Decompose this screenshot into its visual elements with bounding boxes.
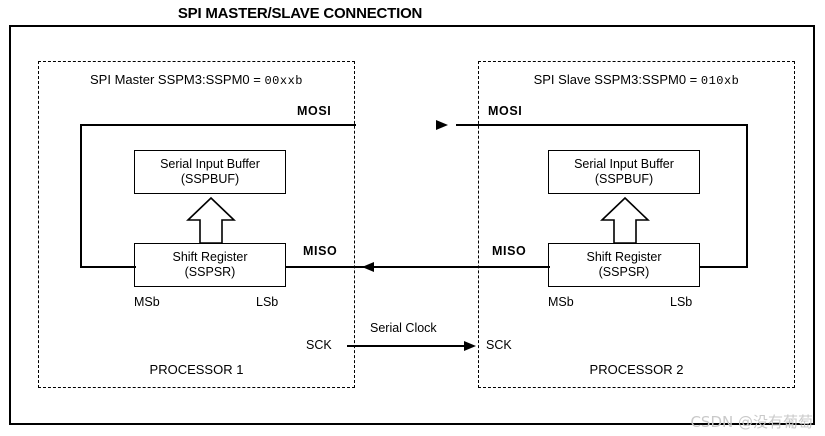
slave-mosi-top-wire xyxy=(456,124,748,126)
sck-arrowhead-icon xyxy=(464,340,476,351)
master-mode-header-text: SPI Master SSPM3:SSPM0 = xyxy=(90,72,265,87)
slave-sck-label: SCK xyxy=(486,338,512,352)
processor-2-panel xyxy=(478,61,795,388)
master-mode-header: SPI Master SSPM3:SSPM0 = 00xxb xyxy=(38,72,355,88)
slave-mosi-label: MOSI xyxy=(488,104,523,118)
slave-mosi-into-sspsr-wire xyxy=(699,266,748,268)
slave-shift-register: Shift Register (SSPSR) xyxy=(548,243,700,287)
mosi-arrowhead-icon xyxy=(436,119,448,130)
slave-mode-header: SPI Slave SSPM3:SSPM0 = 010xb xyxy=(478,72,795,88)
slave-mode-header-text: SPI Slave SSPM3:SSPM0 = xyxy=(533,72,701,87)
master-mosi-top-wire xyxy=(80,124,356,126)
master-msb-label: MSb xyxy=(134,295,160,309)
master-mosi-into-sspsr-wire xyxy=(80,266,136,268)
master-lsb-label: LSb xyxy=(256,295,279,309)
miso-arrowhead-icon xyxy=(362,261,374,272)
csdn-watermark: CSDN @没有葡萄 xyxy=(690,413,813,431)
slave-msb-label: MSb xyxy=(548,295,574,309)
master-shift-register: Shift Register (SSPSR) xyxy=(134,243,286,287)
master-serial-input-buffer: Serial Input Buffer (SSPBUF) xyxy=(134,150,286,194)
master-shift-line1: Shift Register xyxy=(172,250,248,264)
processor-1-panel xyxy=(38,61,355,388)
slave-miso-label: MISO xyxy=(492,244,527,258)
processor-1-label: PROCESSOR 1 xyxy=(149,362,244,377)
master-sck-label: SCK xyxy=(306,338,332,352)
master-mosi-label: MOSI xyxy=(297,104,332,118)
processor-2-label: PROCESSOR 2 xyxy=(589,362,684,377)
slave-shift-line2: (SSPSR) xyxy=(598,265,650,279)
master-mode-value: 00xxb xyxy=(264,74,303,88)
master-miso-label: MISO xyxy=(303,244,338,258)
slave-buffer-line1: Serial Input Buffer xyxy=(574,157,674,171)
master-buffer-line1: Serial Input Buffer xyxy=(160,157,260,171)
sck-wire xyxy=(347,345,469,347)
master-buffer-line2: (SSPBUF) xyxy=(180,172,240,186)
master-mosi-down-wire xyxy=(80,124,82,268)
serial-clock-label: Serial Clock xyxy=(370,321,437,335)
master-shift-line2: (SSPSR) xyxy=(184,265,236,279)
slave-mode-value: 010xb xyxy=(700,74,740,88)
slave-buffer-load-arrow-icon xyxy=(599,196,651,249)
slave-buffer-line2: (SSPBUF) xyxy=(594,172,654,186)
slave-shift-line1: Shift Register xyxy=(586,250,662,264)
slave-mosi-down-wire xyxy=(746,124,748,268)
diagram-outer-frame xyxy=(9,25,815,425)
master-buffer-load-arrow-icon xyxy=(185,196,237,249)
figure-title: SPI MASTER/SLAVE CONNECTION xyxy=(177,5,423,22)
slave-miso-out-wire xyxy=(370,266,550,268)
slave-lsb-label: LSb xyxy=(670,295,693,309)
slave-serial-input-buffer: Serial Input Buffer (SSPBUF) xyxy=(548,150,700,194)
